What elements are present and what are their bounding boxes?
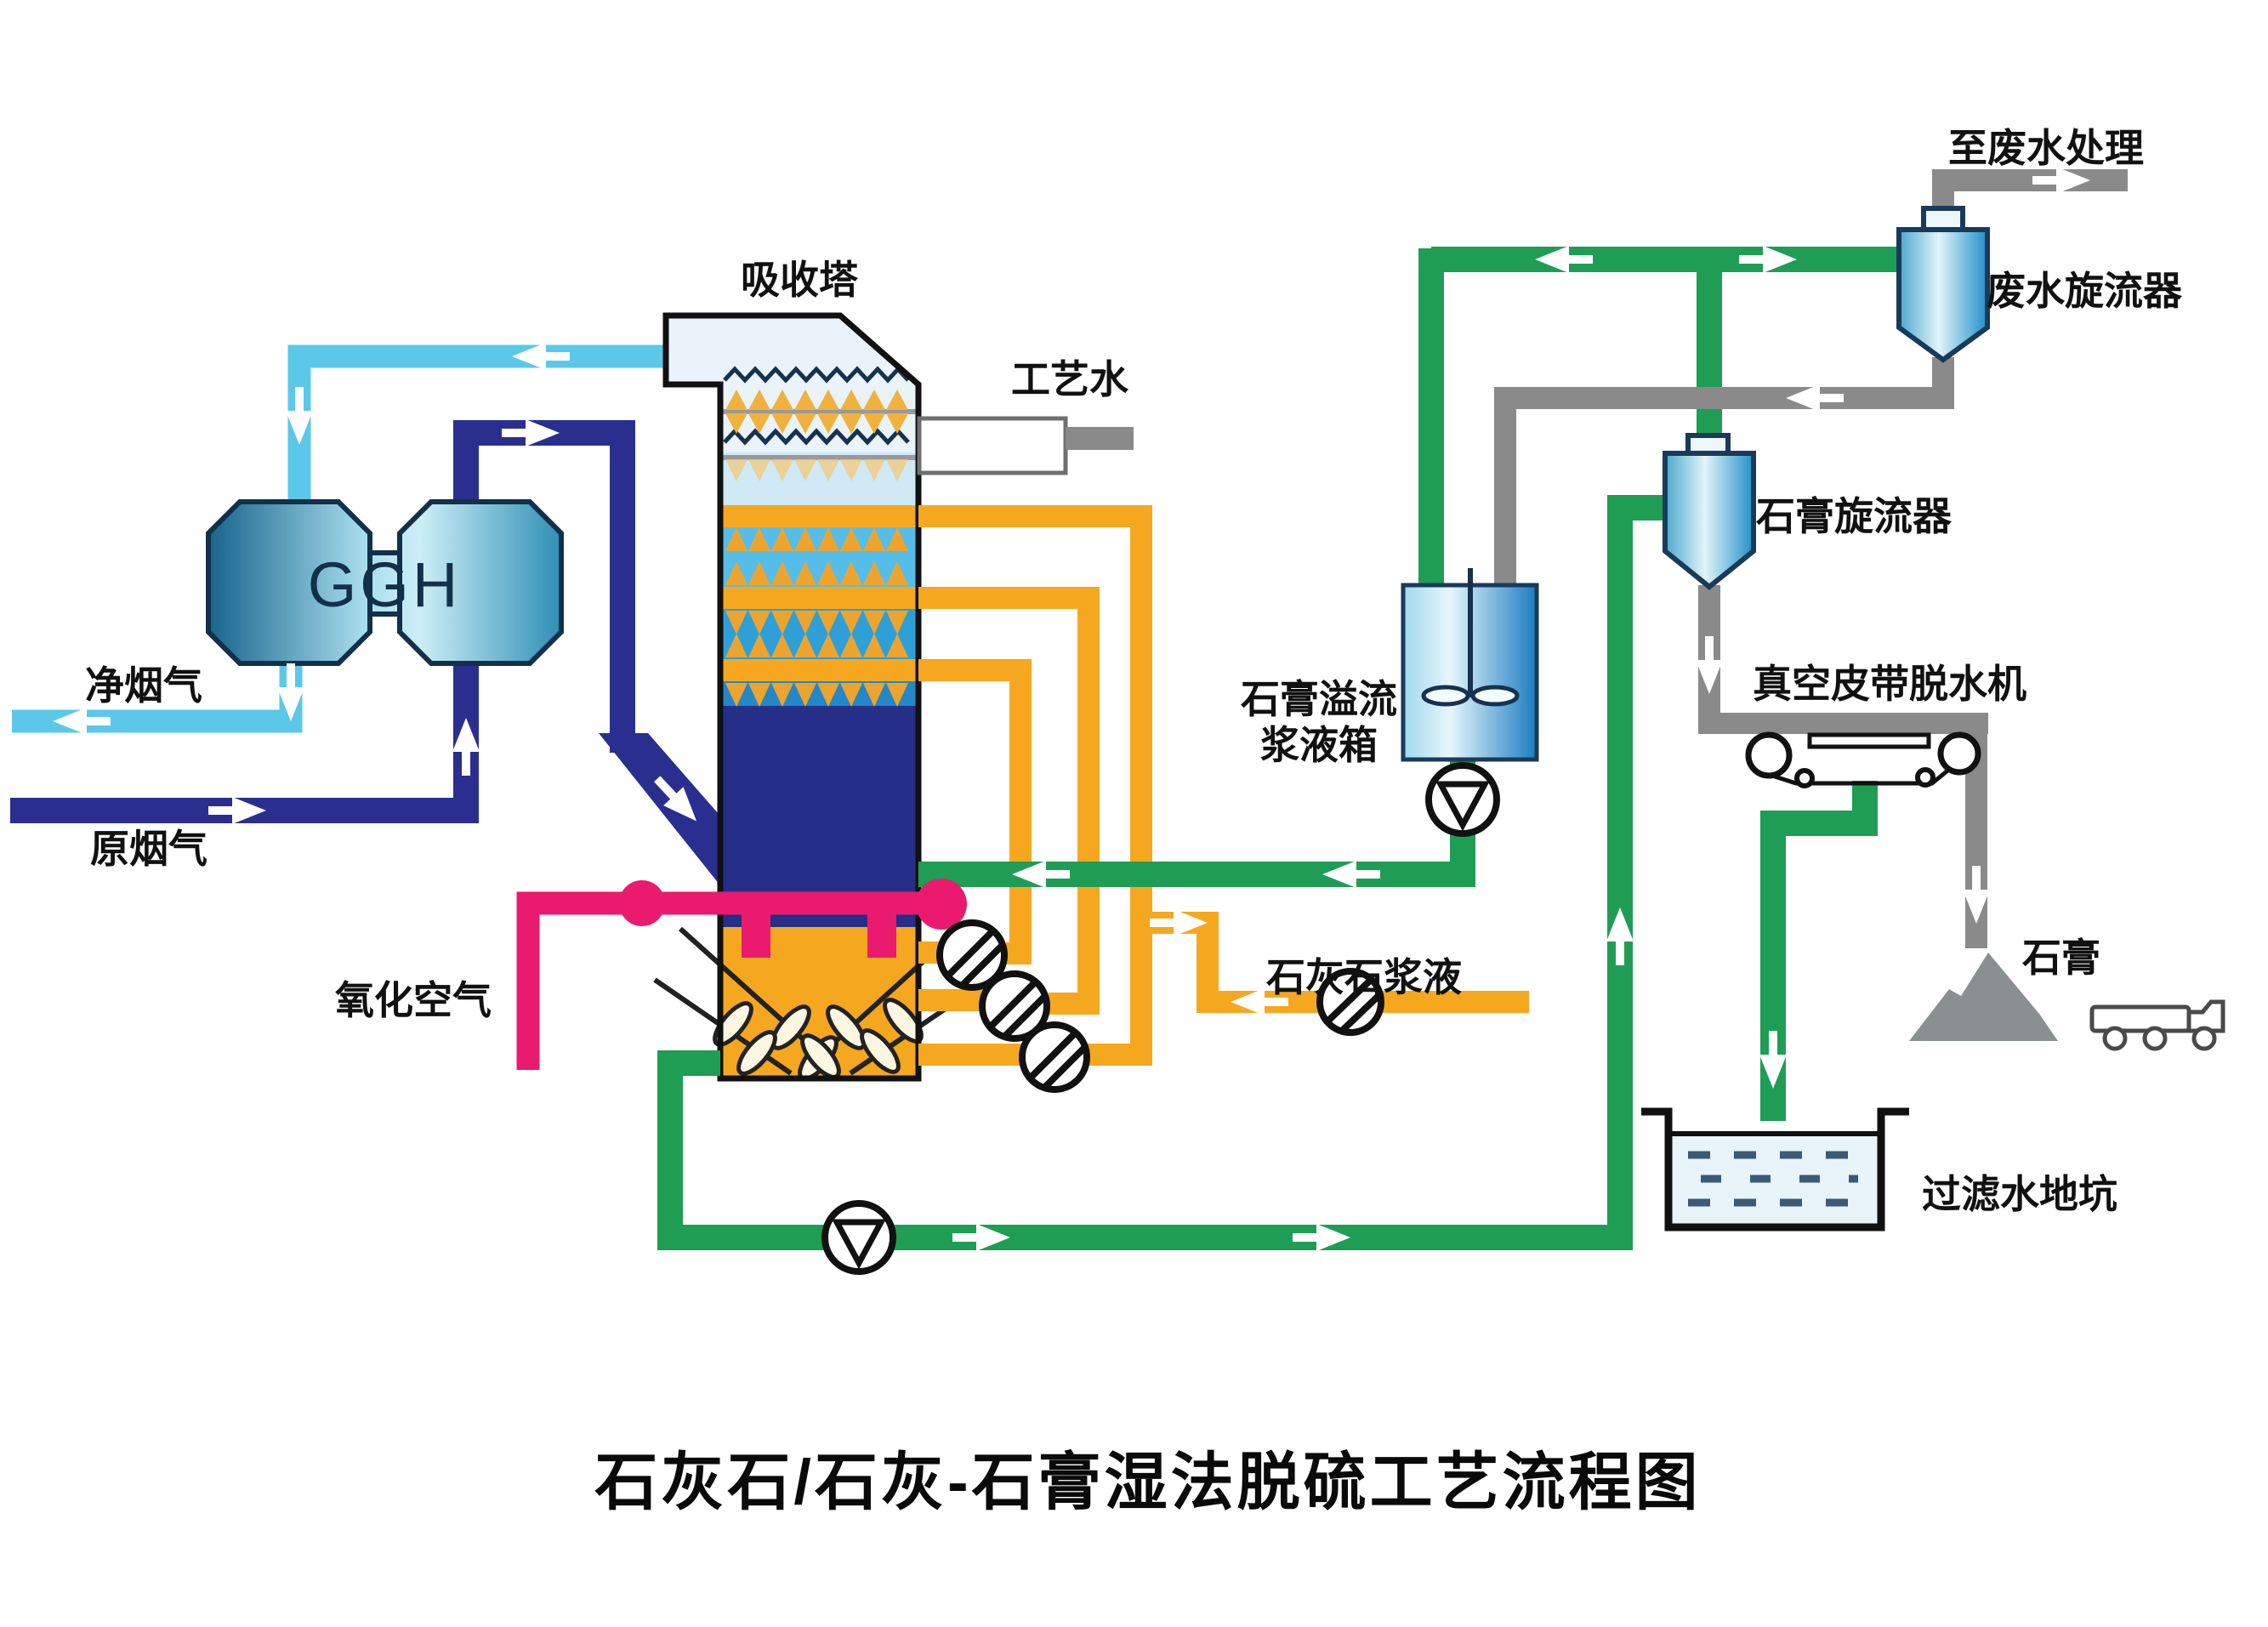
bleed-pump <box>821 1200 896 1275</box>
limestone-slurry-pump <box>1316 968 1384 1036</box>
recirc-pump-1 <box>936 919 1008 991</box>
absorber-gas-zone <box>723 706 917 927</box>
gypsum-pile-label: 石膏 <box>2022 936 2100 980</box>
wastewater-cyclone <box>1896 206 1990 363</box>
gypsum-overflow-tank <box>1401 568 1539 762</box>
vacuum-belt-dewaterer-label: 真空皮带脱水机 <box>1753 662 2026 706</box>
tank-agitator-blades <box>1421 685 1520 707</box>
recirc-pump-3 <box>1019 1021 1090 1093</box>
limestone-slurry-label: 石灰石浆液 <box>1266 955 1462 999</box>
gypsum-cyclone <box>1663 433 1756 590</box>
demister-zigzag <box>723 366 910 446</box>
gypsum-slurry-pipes <box>657 247 1901 1250</box>
wastewater-cyclone-label: 废水旋流器 <box>1987 269 2183 313</box>
diagram-title: 石灰石/石灰-石膏湿法脱硫工艺流程图 <box>594 1447 1701 1517</box>
pit-water-dashes <box>1688 1151 1867 1207</box>
demister-wash-line <box>723 409 919 460</box>
recirc-pump-2 <box>979 970 1050 1042</box>
overflow-tank-pump <box>1425 762 1500 837</box>
process-water-label: 工艺水 <box>1011 357 1129 401</box>
to-wastewater-treatment-label: 至废水处理 <box>1948 126 2144 170</box>
vacuum-belt-dewaterer <box>1745 731 1981 788</box>
oxidation-air-flange-left <box>619 880 665 926</box>
filtered-water-pit <box>1641 1107 1909 1232</box>
spray-nozzles <box>725 390 908 707</box>
gypsum-cyclone-label: 石膏旋流器 <box>1756 494 1953 538</box>
absorber-outline <box>662 312 922 1082</box>
gypsum-overflow-tank-label-2: 浆液箱 <box>1260 723 1378 767</box>
oxidation-air-flange-right <box>916 879 967 930</box>
absorber-label: 吸收塔 <box>741 258 859 302</box>
belt-filter-feed-duct <box>1698 713 1988 734</box>
filtered-water-pit-label: 过滤水地坑 <box>1922 1172 2117 1216</box>
gypsum-truck <box>2089 999 2225 1051</box>
raw-flue-gas-label: 原烟气 <box>90 827 207 871</box>
absorber-tower <box>653 312 980 1082</box>
gypsum-pile <box>1909 953 2058 1041</box>
ggh-label: GGH <box>308 549 462 620</box>
ggh-heat-exchanger <box>206 499 564 666</box>
process-water-inlet <box>917 416 1134 475</box>
oxidation-air-label: 氧化空气 <box>335 978 492 1022</box>
clean-flue-gas-label: 净烟气 <box>85 663 202 708</box>
recirculation-pumps <box>821 762 1500 1275</box>
oxidation-air-pipe <box>516 879 967 1070</box>
gypsum-overflow-tank-label-1: 石膏溢流 <box>1241 677 1397 721</box>
spray-header-band <box>723 505 917 681</box>
